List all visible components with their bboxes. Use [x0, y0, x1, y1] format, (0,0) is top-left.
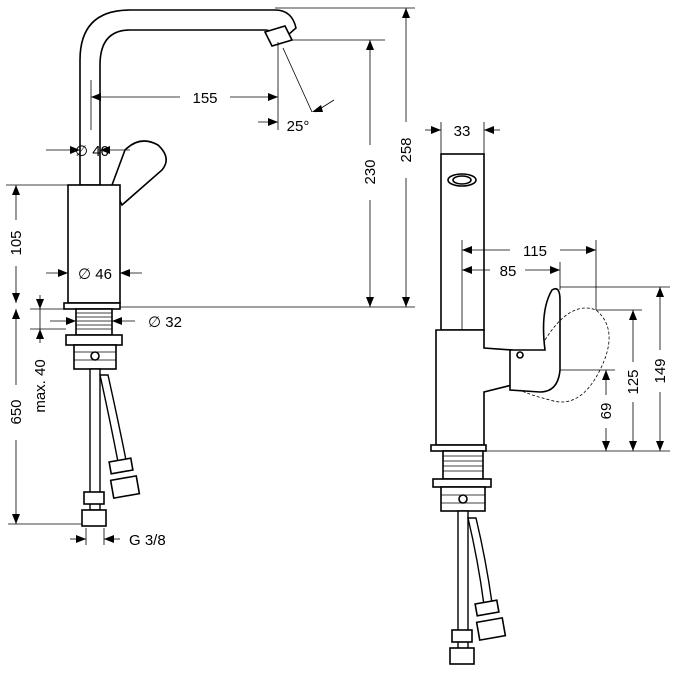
- dim-neck-diameter: ∅ 40: [46, 143, 130, 160]
- dim-spout-height: 230: [290, 39, 385, 307]
- threaded-shank: [75, 308, 113, 336]
- dim-thread-diameter: ∅ 32: [50, 314, 182, 331]
- dim-spout-reach: 155: [90, 42, 279, 130]
- label-neck-diameter: ∅ 40: [75, 143, 109, 160]
- dim-lever-height-125: 125: [596, 309, 642, 451]
- front-view: 155 25° 230 258: [6, 7, 415, 549]
- side-mounting-nut: [432, 478, 492, 512]
- dim-lever-height-149: 149: [560, 286, 670, 451]
- dim-side-width: 33: [425, 122, 500, 154]
- lever: [111, 140, 167, 207]
- dim-total-height: 258: [120, 7, 415, 308]
- dim-body-height: 105: [6, 184, 68, 303]
- dim-lever-height-69: 69: [560, 369, 615, 451]
- dim-hose-length: 650: [8, 309, 82, 525]
- label-lever-height-125: 125: [625, 369, 642, 394]
- dim-max-deck-thickness: max. 40: [30, 295, 66, 413]
- label-spout-reach: 155: [192, 90, 217, 107]
- dim-spout-angle: 25°: [258, 47, 335, 135]
- label-spout-height: 230: [362, 159, 379, 184]
- label-lever-reach-115: 115: [523, 243, 547, 260]
- label-max-deck-thickness: max. 40: [32, 359, 49, 412]
- label-body-height: 105: [8, 230, 25, 255]
- label-thread-diameter: ∅ 32: [148, 314, 182, 331]
- side-threaded-shank: [442, 450, 484, 480]
- dim-lever-reach-85: 85: [462, 262, 561, 290]
- label-side-width: 33: [454, 123, 471, 140]
- base-flange: [63, 302, 121, 310]
- side-view: 33 115 85 69: [425, 122, 670, 665]
- label-hose-connection: G 3/8: [129, 532, 166, 549]
- label-lever-height-149: 149: [652, 358, 669, 383]
- side-lever: [509, 287, 561, 393]
- label-hose-length: 650: [8, 399, 25, 424]
- label-lever-height-69: 69: [598, 403, 615, 420]
- body: [67, 184, 121, 304]
- mounting-nut: [65, 334, 123, 370]
- label-total-height: 258: [398, 137, 415, 162]
- supply-hoses: [81, 368, 141, 527]
- side-supply-hoses: [449, 510, 507, 665]
- dim-lever-reach-115: 115: [461, 240, 597, 330]
- side-lever-rotation: [519, 307, 610, 403]
- label-lever-reach-85: 85: [500, 263, 517, 280]
- spout: [79, 9, 297, 186]
- label-spout-angle: 25°: [287, 118, 310, 135]
- dim-hose-connection: G 3/8: [70, 528, 166, 549]
- label-body-diameter: ∅ 46: [78, 266, 112, 283]
- side-body: [435, 329, 513, 446]
- dim-body-diameter: ∅ 46: [46, 266, 142, 283]
